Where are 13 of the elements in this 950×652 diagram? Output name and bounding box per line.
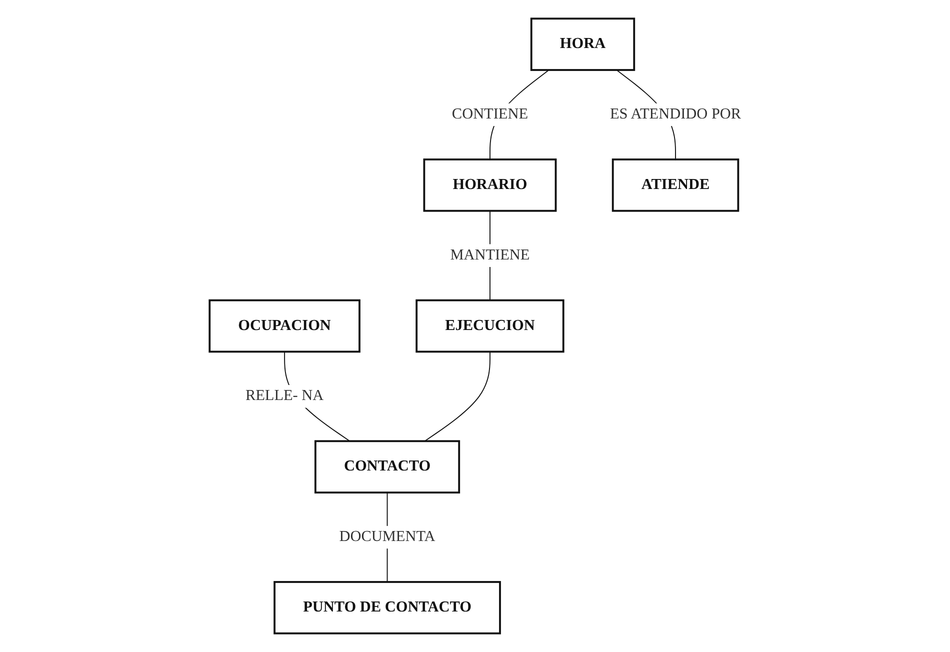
node-box: PUNTO DE CONTACTO — [273, 581, 501, 634]
node-box: OCUPACION — [208, 299, 360, 353]
edge-label: RELLE- NA — [245, 388, 324, 404]
edge-label: CONTIENE — [452, 106, 528, 122]
node-box: EJECUCION — [415, 299, 564, 353]
node-box: HORA — [530, 18, 635, 71]
node-box: HORARIO — [422, 158, 556, 212]
edge-label: DOCUMENTA — [338, 528, 435, 545]
edge-label: ES ATENDIDO POR — [610, 106, 741, 122]
connector — [424, 351, 490, 442]
node-box: CONTACTO — [314, 440, 460, 494]
node-box: ATIENDE — [612, 158, 739, 212]
edge-label: MANTIENE — [450, 247, 530, 264]
